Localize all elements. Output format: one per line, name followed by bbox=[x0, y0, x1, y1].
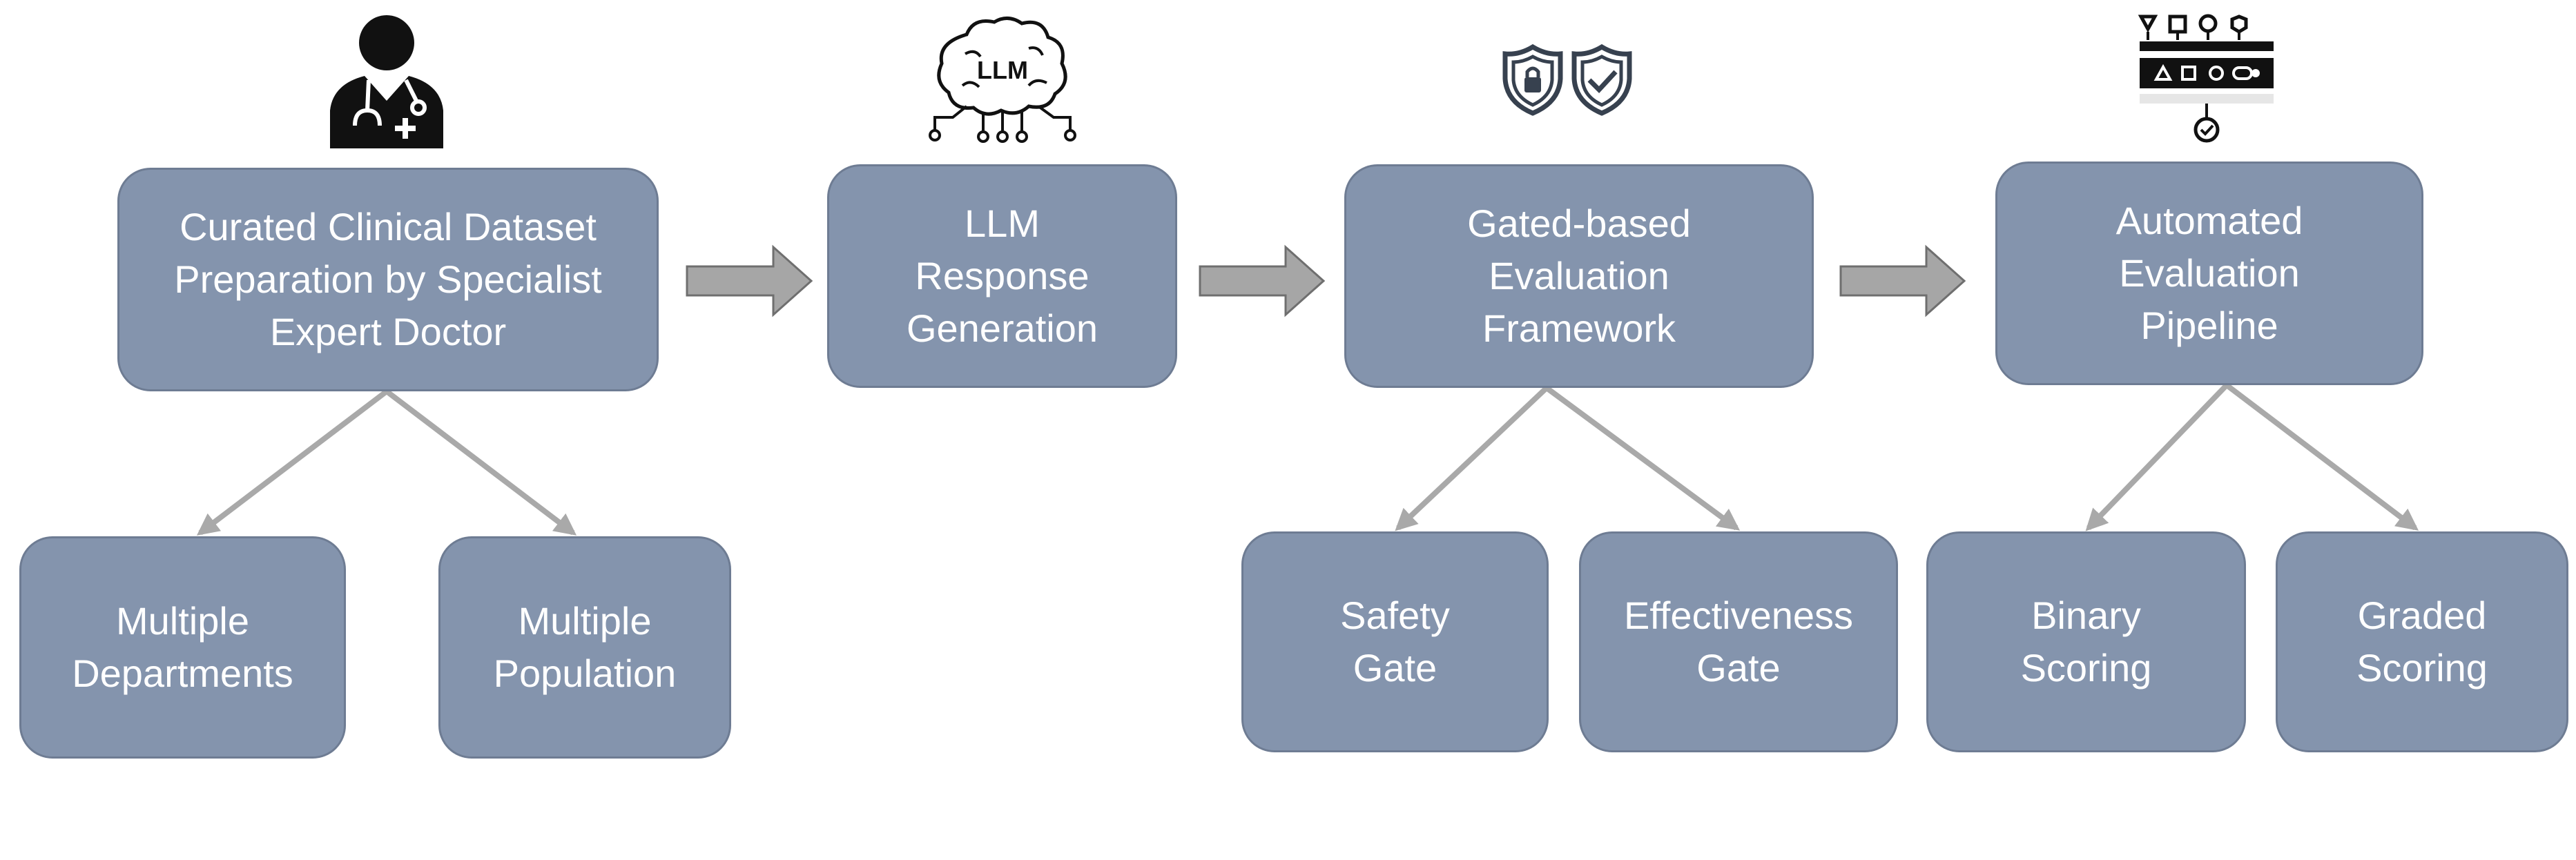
box-line: Departments bbox=[72, 652, 293, 695]
stage-box-dataset-preparation: Curated Clinical Dataset Preparation by … bbox=[117, 168, 659, 391]
box-line: Response bbox=[915, 254, 1090, 297]
box-line: Gated-based bbox=[1467, 202, 1691, 245]
subnode-multiple-departments: Multiple Departments bbox=[19, 536, 346, 759]
box-line: Multiple bbox=[116, 599, 249, 643]
box-line: Automated bbox=[2115, 199, 2303, 242]
llm-icon-label: LLM bbox=[977, 56, 1028, 84]
flow-arrow-2 bbox=[1199, 244, 1326, 317]
box-line: Evaluation bbox=[1489, 254, 1669, 297]
pipeline-flow-icon bbox=[2138, 14, 2274, 143]
box-line: Scoring bbox=[2356, 646, 2488, 690]
subnode-graded-scoring: Graded Scoring bbox=[2276, 531, 2568, 752]
branch-line-effectiveness bbox=[1544, 385, 1741, 531]
llm-brain-icon: LLM bbox=[929, 17, 1076, 143]
box-line: Framework bbox=[1482, 306, 1676, 350]
subnode-safety-gate: Safety Gate bbox=[1241, 531, 1549, 752]
flow-arrow-1 bbox=[686, 244, 813, 317]
box-line: Graded bbox=[2357, 594, 2487, 637]
box-line: Safety bbox=[1340, 594, 1450, 637]
subnode-multiple-population: Multiple Population bbox=[438, 536, 731, 759]
branch-line-safety bbox=[1395, 386, 1549, 531]
branch-line-binary bbox=[2085, 383, 2229, 531]
subnode-effectiveness-gate: Effectiveness Gate bbox=[1579, 531, 1898, 752]
box-line: Gate bbox=[1353, 646, 1437, 690]
box-line: Population bbox=[493, 652, 677, 695]
box-line: Preparation by Specialist bbox=[174, 257, 602, 301]
box-line: Effectiveness bbox=[1623, 594, 1854, 637]
box-line: Gate bbox=[1696, 646, 1781, 690]
branch-line-departments bbox=[196, 389, 389, 536]
box-line: Evaluation bbox=[2119, 251, 2300, 295]
box-line: Curated Clinical Dataset bbox=[180, 205, 597, 248]
branch-line-population bbox=[385, 389, 577, 536]
stage-box-llm-response: LLM Response Generation bbox=[827, 164, 1177, 388]
box-line: Binary bbox=[2031, 594, 2141, 637]
box-line: Expert Doctor bbox=[269, 310, 507, 353]
doctor-icon bbox=[330, 15, 443, 148]
box-line: Generation bbox=[906, 306, 1098, 350]
stage-box-automated-pipeline: Automated Evaluation Pipeline bbox=[1995, 162, 2423, 385]
box-line: Scoring bbox=[2020, 646, 2152, 690]
shields-icon bbox=[1502, 43, 1632, 116]
box-line: Pipeline bbox=[2140, 304, 2278, 347]
subnode-binary-scoring: Binary Scoring bbox=[1926, 531, 2246, 752]
branch-line-graded bbox=[2225, 382, 2419, 531]
flow-arrow-3 bbox=[1839, 244, 1966, 317]
stage-box-gated-evaluation: Gated-based Evaluation Framework bbox=[1344, 164, 1814, 388]
box-line: LLM bbox=[965, 202, 1040, 245]
box-line: Multiple bbox=[518, 599, 652, 643]
